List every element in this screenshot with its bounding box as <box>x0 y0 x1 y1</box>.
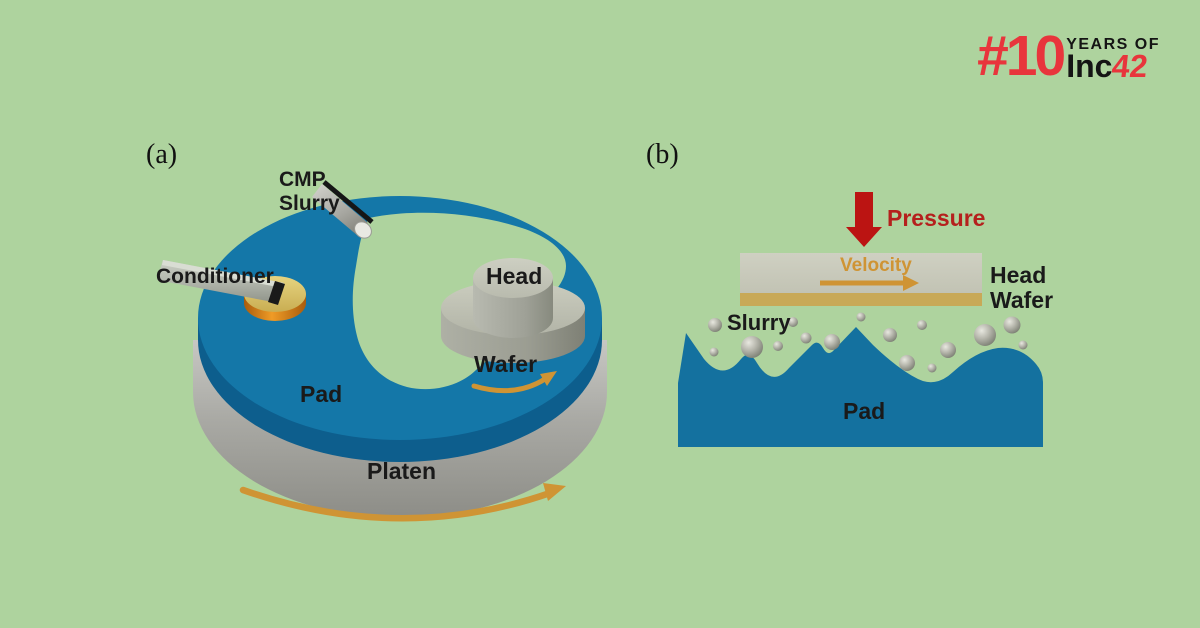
wafer-label-a: Wafer <box>474 351 538 377</box>
logo-42: 42 <box>1110 48 1150 85</box>
velocity-label: Velocity <box>840 255 912 276</box>
logo-inc: Inc <box>1066 48 1113 85</box>
wafer-rotation-arrow <box>471 371 557 394</box>
panel-a-assembly <box>157 180 607 522</box>
platen-label: Platen <box>367 458 437 484</box>
wafer-label-b: Wafer <box>990 287 1054 313</box>
head-label-a: Head <box>486 263 543 289</box>
slurry-particles <box>708 312 1028 373</box>
panel-b-cross-section <box>678 192 1043 447</box>
head-shape <box>441 258 585 363</box>
velocity-arrow <box>820 275 919 291</box>
logo-years-of: YEARS OF <box>1066 35 1160 53</box>
logo-text-column: YEARS OF Inc 42 <box>1066 35 1160 85</box>
pad-label-b: Pad <box>843 398 886 424</box>
head-label-b: Head <box>990 262 1047 288</box>
logo-brand-row: Inc 42 <box>1066 48 1150 85</box>
panel-b-tag: (b) <box>646 139 679 170</box>
cmp-slurry-label: CMP Slurry <box>279 168 340 216</box>
inc42-logo: #10 YEARS OF Inc 42 <box>977 24 1160 88</box>
conditioner-label: Conditioner <box>156 265 274 288</box>
pressure-arrow <box>846 192 882 247</box>
conditioner-arm <box>157 260 285 305</box>
pressure-label: Pressure <box>887 205 986 231</box>
head-wafer-block <box>740 253 982 306</box>
slurry-label: Slurry <box>727 310 791 335</box>
platen-rotation-arrow <box>239 483 566 522</box>
slurry-nozzle <box>312 180 374 239</box>
pad-cross-section <box>678 327 1043 447</box>
logo-hash10: #10 <box>977 24 1066 88</box>
panel-a-tag: (a) <box>146 139 178 170</box>
pad-label-a: Pad <box>300 381 343 407</box>
